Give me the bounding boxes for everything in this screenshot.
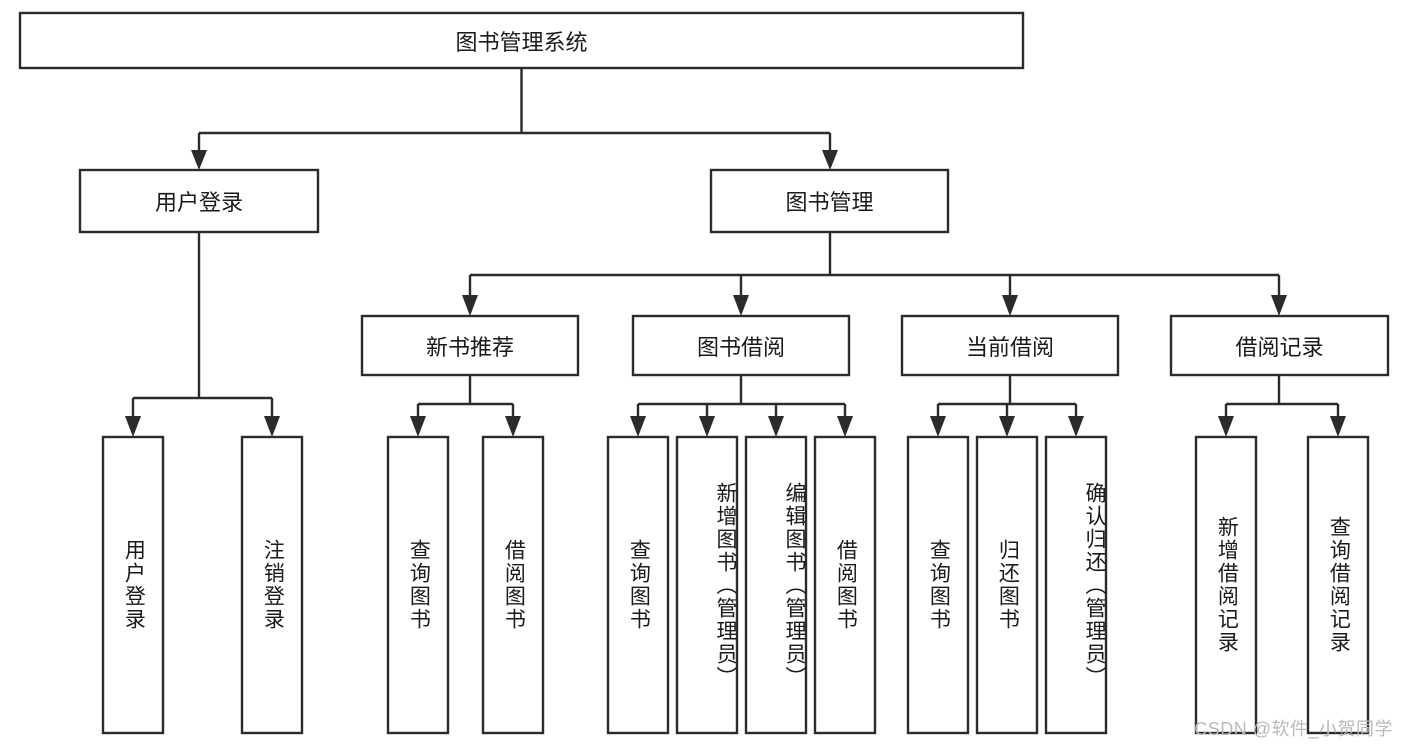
arrow-head-leaf-borrow-book-2 bbox=[837, 416, 853, 437]
node-box-leaf-return-book[interactable] bbox=[975, 435, 1039, 735]
node-box-leaf-query-book-2[interactable] bbox=[606, 435, 670, 735]
arrow-head-leaf-logout bbox=[264, 416, 280, 437]
node-box-leaf-borrow-book-1[interactable] bbox=[481, 435, 545, 735]
node-box-new-book-rec[interactable] bbox=[360, 314, 580, 377]
arrow-head-leaf-query-book-2 bbox=[630, 416, 646, 437]
arrow-head-leaf-query-book-3 bbox=[930, 416, 946, 437]
connector-group-book-manage bbox=[462, 232, 1287, 316]
arrow-head-leaf-query-record bbox=[1330, 416, 1346, 437]
node-box-leaf-confirm-return[interactable] bbox=[1044, 435, 1108, 735]
arrow-head-leaf-add-book bbox=[699, 416, 715, 437]
node-box-book-manage[interactable] bbox=[709, 168, 950, 234]
node-box-root[interactable] bbox=[18, 11, 1025, 70]
arrow-head-leaf-add-record bbox=[1218, 416, 1234, 437]
arrow-head-leaf-confirm-return bbox=[1068, 416, 1084, 437]
node-box-leaf-logout[interactable] bbox=[240, 435, 304, 735]
arrow-head-user-login bbox=[191, 150, 207, 170]
connector-group-borrow-record bbox=[1218, 375, 1346, 437]
arrow-head-borrow-record bbox=[1271, 295, 1287, 316]
arrow-head-book-manage bbox=[822, 150, 838, 170]
connector-group-root bbox=[191, 68, 838, 170]
node-box-leaf-edit-book[interactable] bbox=[744, 435, 808, 735]
node-box-user-login[interactable] bbox=[78, 168, 320, 234]
arrow-head-leaf-user-login bbox=[125, 416, 141, 437]
connector-group-book-borrow bbox=[630, 375, 853, 437]
node-box-current-borrow[interactable] bbox=[900, 314, 1120, 377]
arrow-head-leaf-edit-book bbox=[768, 416, 784, 437]
node-box-leaf-query-record[interactable] bbox=[1306, 435, 1370, 735]
connector-group-user-login bbox=[125, 232, 280, 437]
arrow-head-leaf-return-book bbox=[999, 416, 1015, 437]
node-box-book-borrow[interactable] bbox=[631, 314, 851, 377]
arrow-head-new-book-rec bbox=[462, 295, 478, 316]
node-box-borrow-record[interactable] bbox=[1169, 314, 1390, 377]
connector-group-current-borrow bbox=[930, 375, 1084, 437]
watermark: CSDN @软件_小贺同学 bbox=[1194, 719, 1393, 739]
arrow-head-current-borrow bbox=[1002, 295, 1018, 316]
node-box-leaf-add-record[interactable] bbox=[1194, 435, 1258, 735]
connector-group-new-book-rec bbox=[410, 375, 521, 437]
arrow-head-book-borrow bbox=[733, 295, 749, 316]
node-box-leaf-query-book-3[interactable] bbox=[906, 435, 970, 735]
node-box-leaf-query-book-1[interactable] bbox=[386, 435, 450, 735]
arrow-head-leaf-query-book-1 bbox=[410, 416, 426, 437]
arrow-head-leaf-borrow-book-1 bbox=[505, 416, 521, 437]
node-box-leaf-borrow-book-2[interactable] bbox=[813, 435, 877, 735]
node-box-leaf-user-login[interactable] bbox=[101, 435, 165, 735]
node-box-leaf-add-book[interactable] bbox=[675, 435, 739, 735]
